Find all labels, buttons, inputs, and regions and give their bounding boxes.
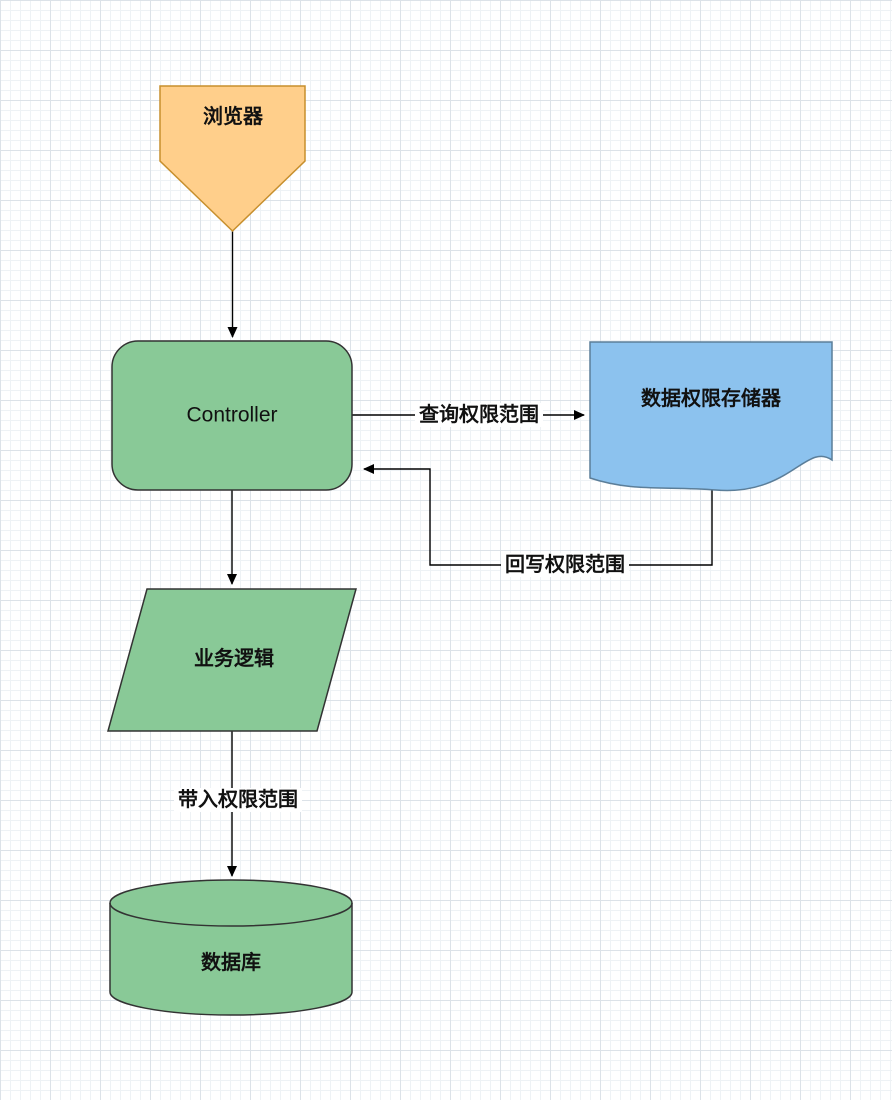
controller-node-label: Controller [186,403,278,427]
edge-writeback-permission[interactable] [363,464,713,566]
browser-node-label: 浏览器 [203,106,263,128]
database-node[interactable] [109,879,353,1016]
edge-label-writeback-permission[interactable]: 回写权限范围 [501,553,629,577]
logic-node-label: 业务逻辑 [194,648,274,670]
database-top-ellipse-arc [109,902,353,927]
edge-label-carry-permission[interactable]: 带入权限范围 [174,788,302,812]
browser-node[interactable] [159,85,306,233]
storage-node-label: 数据权限存储器 [641,388,781,410]
edge-label-query-permission[interactable]: 查询权限范围 [415,403,543,427]
logic-node[interactable] [107,588,357,732]
storage-node[interactable] [589,341,833,492]
controller-node[interactable] [111,340,353,491]
database-node-label: 数据库 [201,952,261,974]
